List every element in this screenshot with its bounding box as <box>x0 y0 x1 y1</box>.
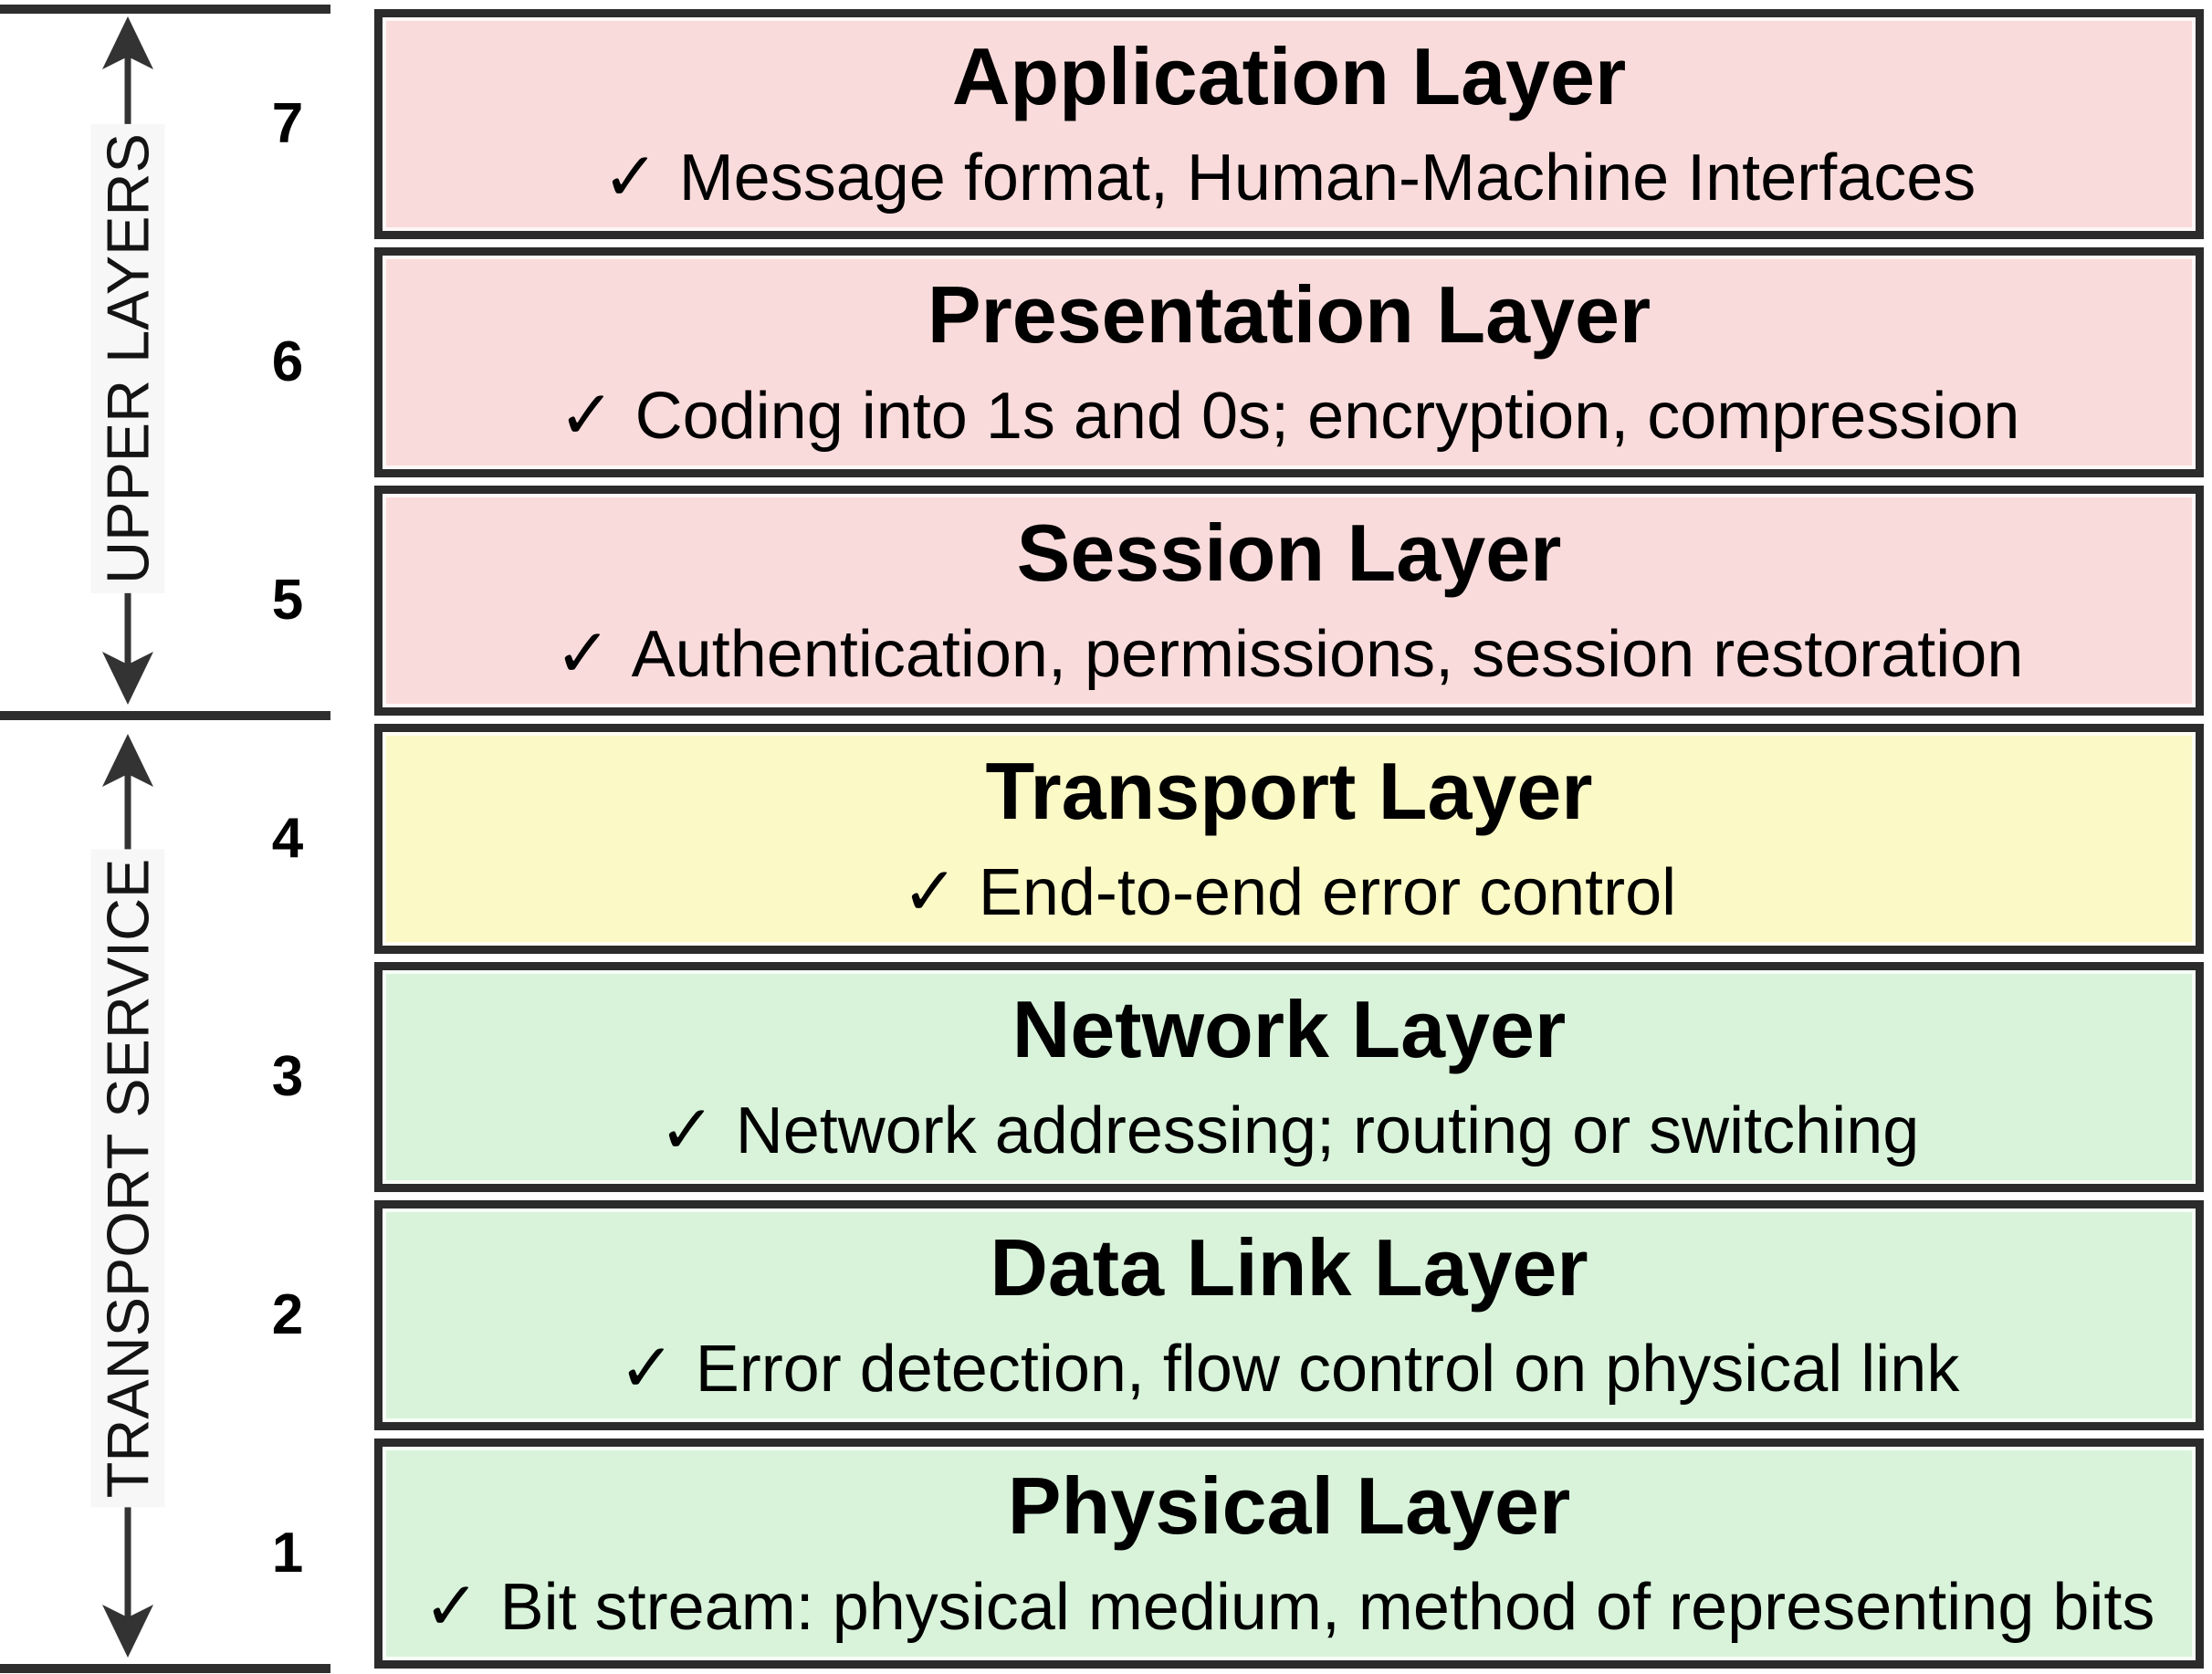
check-icon: ✓ <box>602 139 659 215</box>
layer-number-2: 2 <box>271 1283 304 1346</box>
layer-box-application: Application Layer ✓ Message format, Huma… <box>374 9 2204 239</box>
layer-number-5: 5 <box>271 569 304 632</box>
layer-number-1: 1 <box>271 1522 304 1585</box>
layer-description-text: Coding into 1s and 0s; encryption, compr… <box>634 380 2020 454</box>
layer-description: ✓ Coding into 1s and 0s; encryption, com… <box>559 380 2020 452</box>
layer-title: Application Layer <box>951 30 1627 121</box>
layer-box-network: Network Layer ✓ Network addressing; rout… <box>374 962 2204 1192</box>
layer-description-text: Error detection, flow control on physica… <box>695 1333 1960 1407</box>
layer-number-3: 3 <box>271 1045 304 1108</box>
layer-box-physical: Physical Layer ✓ Bit stream: physical me… <box>374 1439 2204 1669</box>
layer-title: Physical Layer <box>1007 1460 1571 1551</box>
top-boundary-line <box>0 5 330 14</box>
transport-service-label: TRANSPORT SERVICE <box>90 849 165 1508</box>
layer-box-transport: Transport Layer ✓ End-to-end error contr… <box>374 724 2204 954</box>
layer-description-text: Message format, Human-Machine Interfaces <box>678 141 1976 215</box>
group-divider-line <box>0 711 330 720</box>
upper-layers-label: UPPER LAYERS <box>90 124 165 593</box>
layer-title: Transport Layer <box>985 745 1593 836</box>
check-icon: ✓ <box>423 1568 480 1645</box>
layer-description: ✓ End-to-end error control <box>902 856 1676 928</box>
layer-title: Data Link Layer <box>990 1221 1588 1313</box>
layer-number-7: 7 <box>271 92 304 155</box>
layer-box-presentation: Presentation Layer ✓ Coding into 1s and … <box>374 247 2204 477</box>
layer-box-session: Session Layer ✓ Authentication, permissi… <box>374 486 2204 716</box>
check-icon: ✓ <box>554 615 612 692</box>
layer-number-6: 6 <box>271 330 304 393</box>
check-icon: ✓ <box>658 1092 716 1168</box>
layer-description-text: Bit stream: physical medium, method of r… <box>499 1571 2155 1645</box>
layer-description: ✓ Bit stream: physical medium, method of… <box>424 1571 2155 1643</box>
layer-title: Network Layer <box>1012 983 1567 1074</box>
layer-description: ✓ Error detection, flow control on physi… <box>619 1333 1960 1405</box>
layer-description-text: Network addressing; routing or switching <box>735 1094 1920 1168</box>
check-icon: ✓ <box>901 853 959 930</box>
layer-number-4: 4 <box>271 807 304 870</box>
layer-description: ✓ Message format, Human-Machine Interfac… <box>603 141 1976 214</box>
check-icon: ✓ <box>558 377 615 454</box>
layer-stack: Application Layer ✓ Message format, Huma… <box>374 9 2204 1669</box>
layer-box-data-link: Data Link Layer ✓ Error detection, flow … <box>374 1200 2204 1430</box>
layer-description-text: Authentication, permissions, session res… <box>631 618 2024 692</box>
layer-title: Presentation Layer <box>927 268 1651 360</box>
layer-description: ✓ Authentication, permissions, session r… <box>555 618 2024 690</box>
layer-title: Session Layer <box>1016 507 1562 598</box>
check-icon: ✓ <box>618 1330 676 1407</box>
bottom-boundary-line <box>0 1664 330 1673</box>
layer-description: ✓ Network addressing; routing or switchi… <box>659 1094 1920 1167</box>
layer-description-text: End-to-end error control <box>978 856 1677 930</box>
